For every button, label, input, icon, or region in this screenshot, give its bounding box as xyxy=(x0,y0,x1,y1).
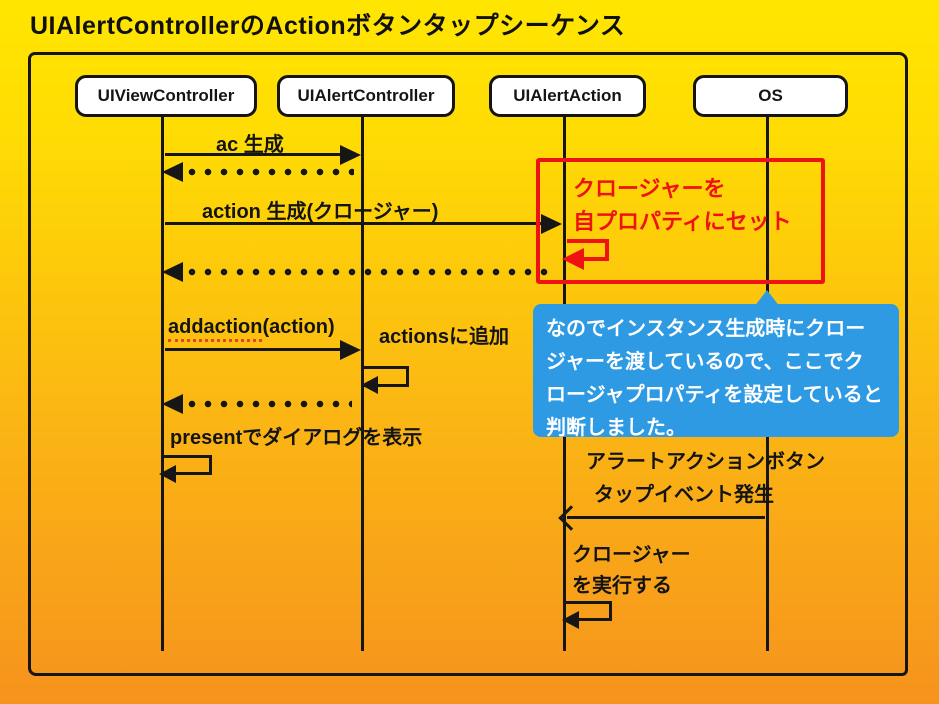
message-label-closure-exec-2: を実行する xyxy=(572,575,672,597)
message-label-action-create: action 生成(クロージャー) xyxy=(202,201,439,223)
callout-pointer-icon xyxy=(754,290,780,307)
arrowhead-left-icon xyxy=(162,162,183,182)
actor-box-uiviewcontroller: UIViewController xyxy=(75,75,257,117)
diagram-frame xyxy=(28,52,908,676)
arrowhead-right-icon xyxy=(340,340,361,360)
actor-box-os: OS xyxy=(693,75,848,117)
self-call-closure-exec xyxy=(566,601,612,621)
self-call-present xyxy=(164,455,212,475)
callout-line-4: 判断しました。 xyxy=(546,417,686,439)
arrow-line-ac-create xyxy=(165,153,343,156)
callout-bubble: なのでインスタンス生成時にクロー ジャーを渡しているので、ここでク ロージャプロ… xyxy=(533,304,899,439)
message-label-os-event-2: タップイベント発生 xyxy=(594,484,774,506)
message-label-ac-create: ac 生成 xyxy=(216,134,284,156)
red-arrowhead-left-icon xyxy=(562,248,584,270)
arrow-line-action-create xyxy=(165,222,543,225)
message-label-addaction: addaction(action) xyxy=(168,316,335,342)
arrow-line-os-event xyxy=(567,516,765,519)
return-dots-3 xyxy=(188,400,352,408)
red-note-line-2: 自プロパティにセット xyxy=(573,209,792,234)
self-call-red-set-property xyxy=(567,239,609,261)
arrowhead-right-icon xyxy=(541,214,562,234)
actor-box-uialertaction: UIAlertAction xyxy=(489,75,646,117)
addaction-args: (action) xyxy=(262,316,335,338)
message-label-closure-exec-1: クロージャー xyxy=(572,544,691,566)
addaction-misspell-underline: addaction xyxy=(168,316,263,342)
arrowhead-right-icon xyxy=(340,145,361,165)
self-call-actions-append xyxy=(364,366,409,387)
red-note-box xyxy=(536,158,825,284)
actor-box-uialertcontroller: UIAlertController xyxy=(277,75,455,117)
actor-label-uialertaction: UIAlertAction xyxy=(513,86,622,105)
arrow-line-addaction xyxy=(165,348,343,351)
actor-label-uialertcontroller: UIAlertController xyxy=(297,86,435,105)
actor-label-uiviewcontroller: UIViewController xyxy=(97,86,235,105)
arrowhead-left-icon xyxy=(361,376,378,394)
lifeline-uiviewcontroller xyxy=(161,117,164,651)
return-dots-2 xyxy=(188,268,550,276)
arrowhead-left-icon xyxy=(159,465,176,483)
arrowhead-left-icon xyxy=(162,394,183,414)
message-label-os-event-1: アラートアクションボタン xyxy=(586,451,825,473)
page-title: UIAlertControllerのActionボタンタップシーケンス xyxy=(30,12,626,40)
arrowhead-left-icon xyxy=(162,262,183,282)
callout-line-2: ジャーを渡しているので、ここでク xyxy=(546,351,864,373)
callout-line-3: ロージャプロパティを設定していると xyxy=(546,384,883,406)
arrowhead-left-icon xyxy=(562,611,579,629)
message-label-actions-append: actionsに追加 xyxy=(379,326,510,348)
return-dots-1 xyxy=(188,168,354,176)
message-label-present: presentでダイアログを表示 xyxy=(170,427,423,449)
callout-line-1: なのでインスタンス生成時にクロー xyxy=(546,318,866,340)
red-note-line-1: クロージャーを xyxy=(573,176,726,201)
actor-label-os: OS xyxy=(758,86,783,105)
